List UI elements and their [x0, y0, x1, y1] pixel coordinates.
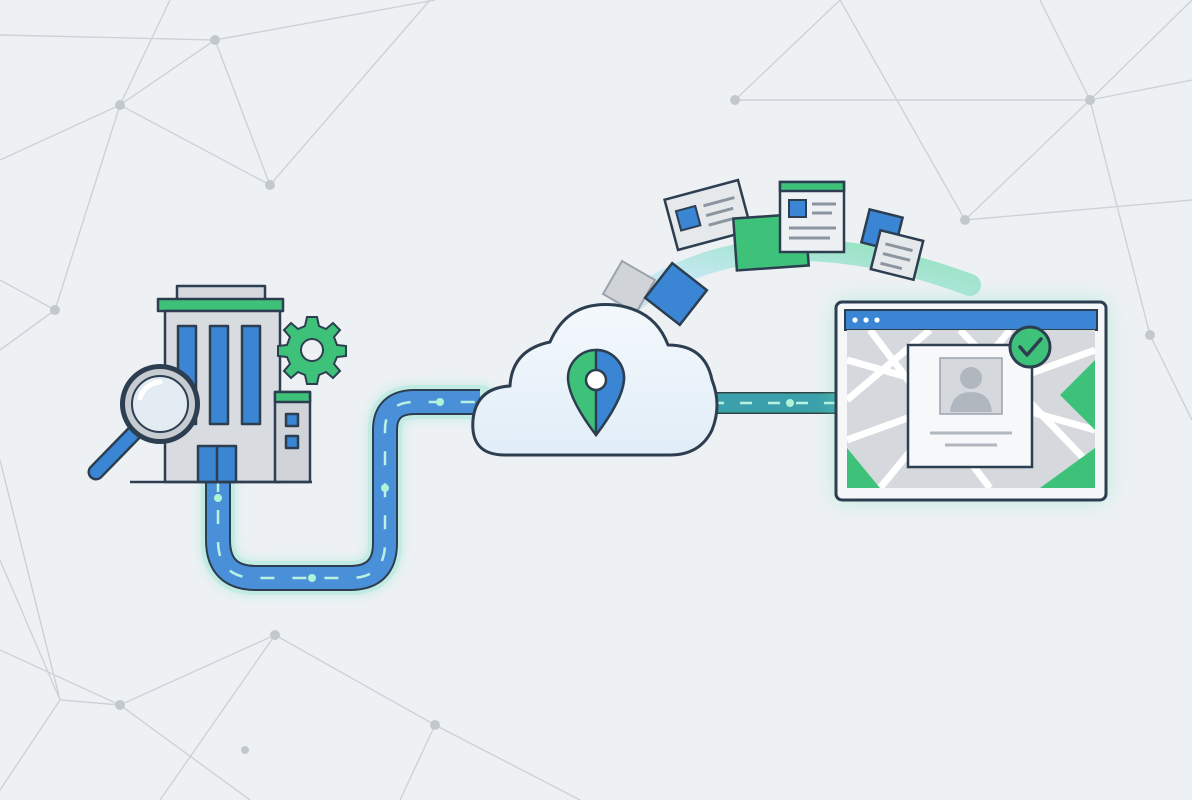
document-card-icon: [869, 228, 925, 282]
data-pipe: [201, 385, 497, 595]
checkmark-badge-icon: [1008, 325, 1052, 369]
background-network-nodes: [50, 35, 1155, 754]
location-pin-icon: [566, 348, 626, 438]
magnifying-glass-icon: [87, 364, 200, 481]
data-pipe-right: [704, 392, 841, 414]
gear-icon: [277, 316, 347, 385]
profile-card-icon: [906, 343, 1034, 469]
document-card-icon: [778, 180, 846, 254]
data-block-icon: [601, 259, 709, 327]
document-card-icon: [663, 178, 753, 252]
